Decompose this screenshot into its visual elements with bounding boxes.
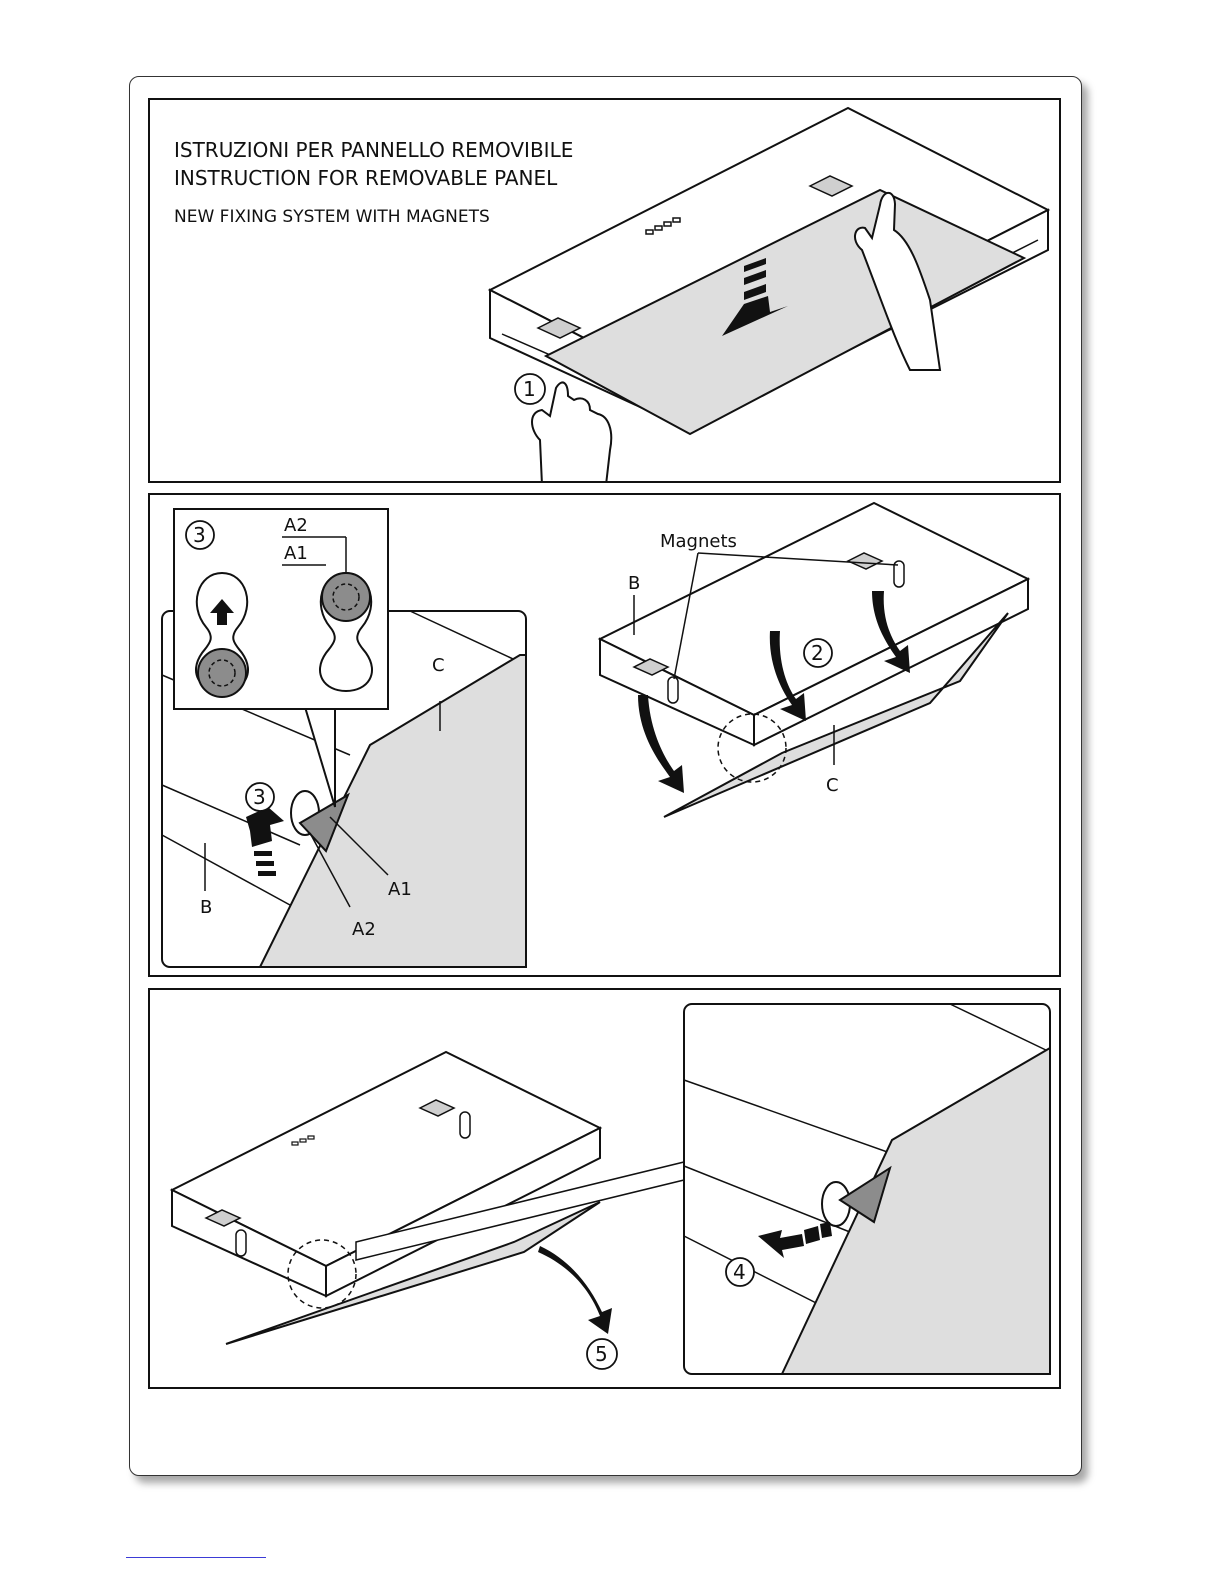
hood-body-3 bbox=[172, 1052, 600, 1296]
step-3-number-detail: 3 bbox=[253, 785, 266, 809]
magnet-right bbox=[322, 573, 370, 621]
label-a1-detail: A1 bbox=[388, 879, 412, 900]
panel-step-4-5: 5 4 bbox=[148, 988, 1061, 1389]
step-5-number: 5 bbox=[595, 1342, 608, 1366]
step-2-number: 2 bbox=[811, 641, 824, 665]
label-b-detail: B bbox=[200, 897, 212, 918]
subtitle: NEW FIXING SYSTEM WITH MAGNETS bbox=[174, 207, 490, 227]
label-magnets: Magnets bbox=[660, 531, 737, 552]
step-1-number: 1 bbox=[523, 377, 536, 401]
step-4-number: 4 bbox=[733, 1260, 746, 1284]
step-1-illustration: ISTRUZIONI PER PANNELLO REMOVIBILE INSTR… bbox=[150, 100, 1061, 483]
step-4-5-illustration: 5 4 bbox=[150, 990, 1061, 1389]
label-c: C bbox=[826, 775, 839, 796]
title-italian: ISTRUZIONI PER PANNELLO REMOVIBILE bbox=[174, 138, 573, 162]
panel-step-1: ISTRUZIONI PER PANNELLO REMOVIBILE INSTR… bbox=[148, 98, 1061, 483]
label-a2-callout: A2 bbox=[284, 515, 308, 536]
footer-link-underline[interactable] bbox=[126, 1557, 266, 1558]
label-c-detail: C bbox=[432, 655, 445, 676]
panel-step-2-3: 3 B C A1 A2 3 A2 A1 bbox=[148, 493, 1061, 977]
label-b: B bbox=[628, 573, 640, 594]
step-2-3-illustration: 3 B C A1 A2 3 A2 A1 bbox=[150, 495, 1061, 977]
title-english: INSTRUCTION FOR REMOVABLE PANEL bbox=[174, 166, 558, 190]
step-3-number: 3 bbox=[193, 523, 206, 547]
curved-arrow-5-icon bbox=[538, 1246, 612, 1334]
magnet-left bbox=[198, 649, 246, 697]
label-a2-detail: A2 bbox=[352, 919, 376, 940]
label-a1-callout: A1 bbox=[284, 543, 308, 564]
